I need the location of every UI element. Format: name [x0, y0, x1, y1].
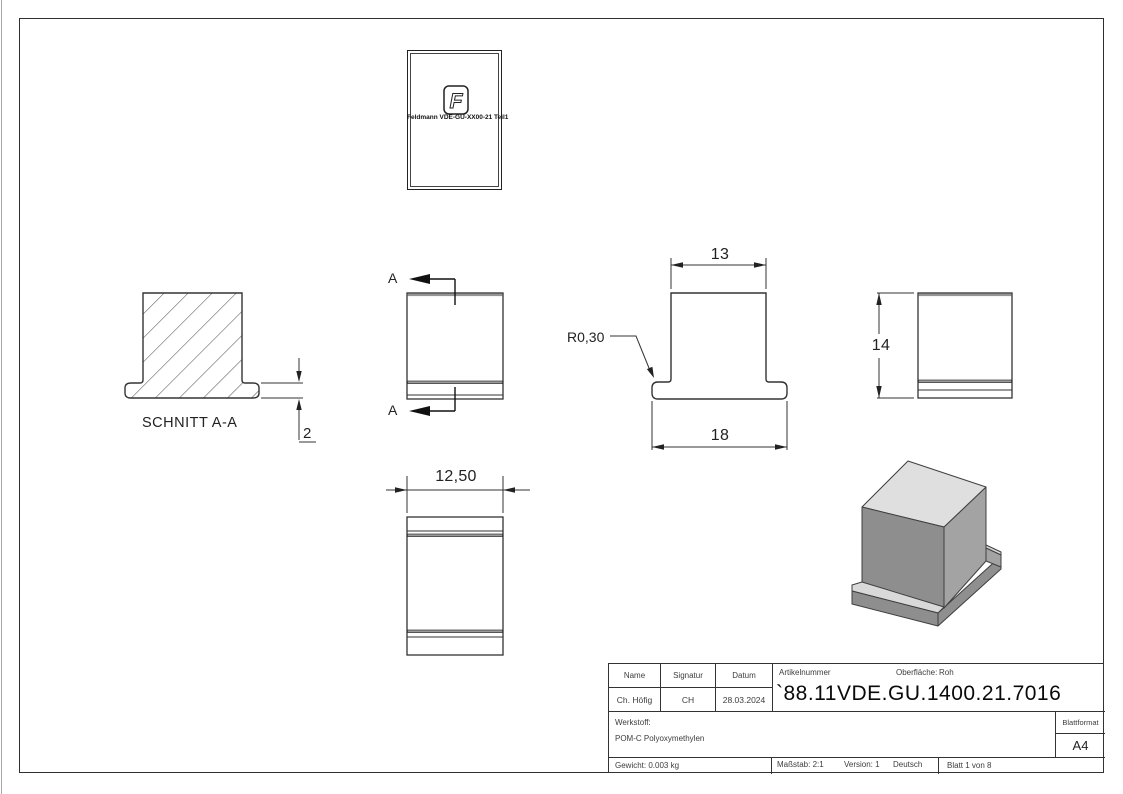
svg-text:F: F [450, 90, 464, 113]
window-edge-line [1, 0, 2, 794]
article-number-label: Artikelnummer [779, 668, 831, 677]
band [407, 629, 503, 633]
arrowhead [671, 262, 683, 268]
dimension-top-width: 13 [710, 246, 730, 263]
band [407, 533, 503, 537]
sheet-number-cell: Blatt 1 von 8 [947, 761, 992, 770]
arrowhead [876, 293, 882, 305]
sheet-format-value: A4 [1056, 734, 1105, 758]
name-value: Ch. Höfig [609, 688, 661, 712]
part-label-plate-inner-border [410, 53, 499, 187]
section-dim-2-lines [261, 358, 316, 443]
arrowhead [775, 444, 787, 450]
title-block: Name Signatur Datum Ch. Höfig CH 28.03.2… [608, 663, 1105, 774]
arrowhead [646, 366, 654, 378]
arrowhead [296, 371, 302, 382]
iso-flange-front [851, 590, 939, 627]
material-label: Werkstoff: [615, 718, 651, 727]
section-letter-top: A [388, 270, 398, 286]
drawing-frame [19, 18, 1104, 773]
material-value: POM-C Polyoxymethylen [615, 734, 705, 743]
signature-value: CH [661, 688, 716, 712]
isometric-view [851, 460, 1002, 627]
sheet-format-label: Blattformat [1056, 712, 1105, 734]
dim-13-lines [670, 258, 767, 289]
label-plate-text: Feldmann VDE-GU-XX00-21 Teil1 [407, 114, 509, 121]
arrowhead [876, 386, 882, 398]
front-view [406, 274, 504, 416]
date-value: 28.03.2024 [716, 688, 773, 712]
name-header: Name [609, 664, 661, 688]
brand-logo-icon: F [443, 85, 469, 115]
side-view [876, 292, 1013, 399]
material-cell: Werkstoff: POM-C Polyoxymethylen [609, 712, 1056, 758]
arrowhead [296, 399, 302, 410]
version-value: Version: 1 [844, 760, 880, 769]
section-cut-line [428, 278, 456, 412]
flange-band [407, 380, 503, 384]
surface-label: Oberfläche: [896, 668, 938, 677]
section-view-title: SCHNITT A-A [142, 415, 238, 431]
arrowhead [754, 262, 766, 268]
iso-flange-strip [851, 581, 945, 614]
section-letter-bottom: A [388, 402, 398, 418]
scale-cell: Maßstab: 2:1 Version: 1 Deutsch [772, 758, 939, 774]
date-header: Datum [716, 664, 773, 688]
weight-cell: Gewicht: 0.003 kg [609, 758, 772, 774]
dim-18-lines [651, 401, 788, 450]
iso-front-face [861, 506, 945, 609]
fillet-leader [610, 335, 652, 374]
top-edge-band [918, 293, 1012, 297]
section-hat-profile [124, 292, 260, 399]
language-value: Deutsch [893, 760, 923, 769]
flange-band [918, 379, 1012, 383]
section-view [124, 292, 316, 443]
dimension-flange-thickness: 2 [303, 425, 312, 442]
dimension-base-width: 18 [710, 427, 730, 444]
part-label-plate [407, 50, 502, 190]
article-cell: Artikelnummer Oberfläche: Roh `88.11VDE.… [773, 664, 1105, 712]
section-arrow-bottom [409, 406, 430, 416]
arrowhead [503, 487, 515, 493]
bottom-view [386, 476, 530, 656]
arrowhead [652, 444, 664, 450]
section-arrow-top [409, 274, 430, 284]
article-number-value: `88.11VDE.GU.1400.21.7016 [776, 682, 1062, 705]
surface-value: Roh [939, 668, 954, 677]
scale-value: Maßstab: 2:1 [777, 760, 824, 769]
dimension-bottom-width: 12,50 [435, 468, 477, 485]
dimension-height: 14 [868, 337, 894, 355]
dimension-fillet-radius: R0,30 [567, 329, 605, 345]
front-elevation-view [610, 258, 788, 450]
signature-header: Signatur [661, 664, 716, 688]
arrowhead [395, 487, 407, 493]
